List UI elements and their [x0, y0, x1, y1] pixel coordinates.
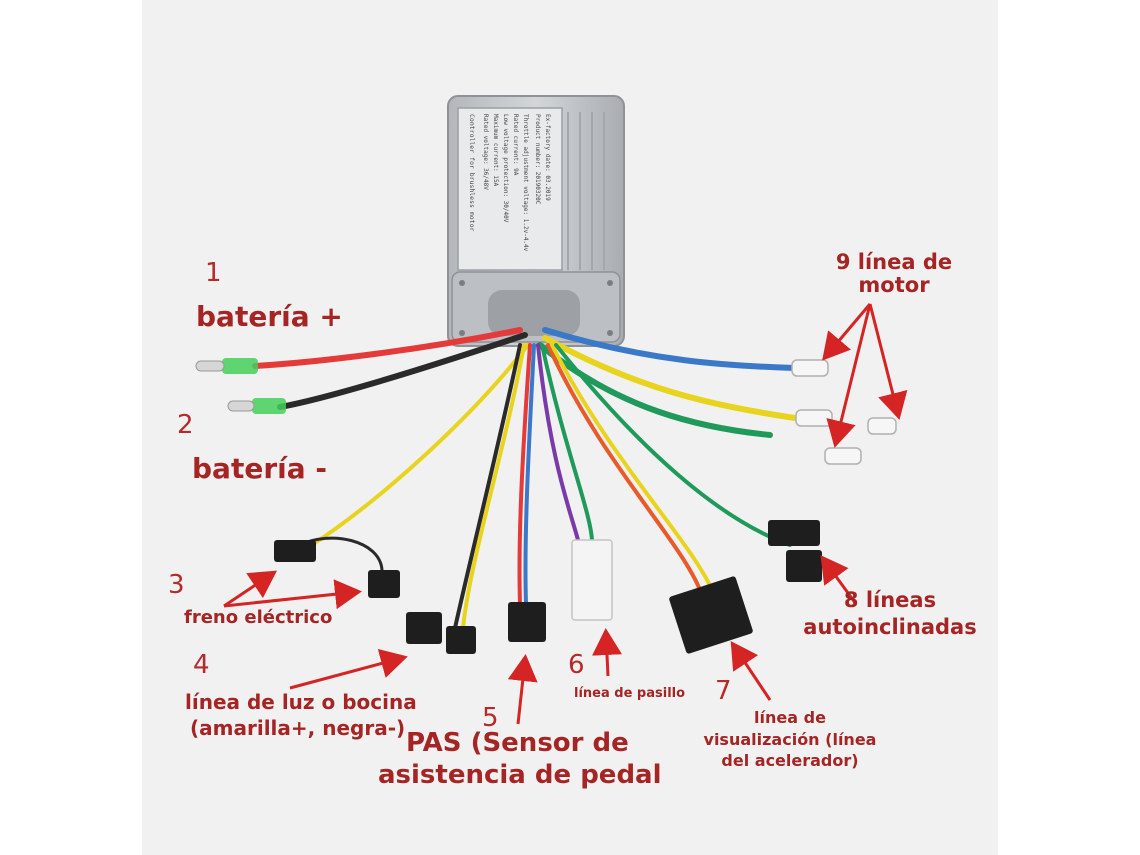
wires	[252, 327, 798, 630]
signal-connectors	[274, 520, 822, 654]
grommet	[488, 290, 580, 336]
label-motor-line1: 9 línea de	[835, 250, 953, 274]
self-learn-arrow	[820, 555, 858, 605]
label-display-line2: visualización (línea	[703, 730, 877, 749]
label-motor-line2: motor	[858, 273, 930, 297]
battery-negative-terminal	[227, 400, 255, 412]
motor-blue-wire	[542, 327, 798, 371]
battery-positive-wire	[252, 327, 523, 369]
pas-connector	[508, 602, 546, 642]
label-number-3: 3	[168, 570, 185, 600]
label-display-line3: del acelerador)	[721, 751, 859, 770]
label-self-learn-line1: 8 líneas	[843, 588, 937, 612]
light-yellow-wire	[461, 343, 526, 630]
brake-connector-1	[274, 540, 316, 562]
motor-connector-yellow	[795, 409, 833, 427]
motor-connector-extra	[867, 417, 897, 435]
label-pas-line2: asistencia de pedal	[378, 760, 662, 790]
display-yellow-wire	[550, 343, 714, 592]
motor-connector-green	[824, 447, 862, 465]
battery-positive-sleeve	[222, 358, 258, 374]
spec-row: Rated voltage: 36/48V	[482, 114, 489, 190]
spec-row: Maximum current: 15A	[492, 114, 499, 187]
label-light-line2: (amarilla+, negra-)	[190, 716, 406, 740]
pas-arrow	[507, 654, 538, 725]
battery-negative-wire	[277, 332, 528, 410]
hall-purple-wire	[536, 343, 580, 542]
spec-label-plate	[457, 107, 563, 271]
label-battery-negative: batería -	[192, 452, 327, 485]
hall-green-wire	[540, 343, 594, 542]
spec-row: Throttle adjustment voltage: 1.2v-4.4v	[522, 114, 529, 252]
self-learn-wire	[554, 343, 792, 547]
pas-blue-wire	[523, 343, 536, 606]
display-connector	[669, 576, 753, 654]
label-number-1: 1	[205, 258, 222, 288]
brake-connector-2	[368, 570, 400, 598]
motor-arrow-3	[868, 303, 908, 420]
label-number-6: 6	[568, 650, 585, 680]
pas-red-wire	[517, 343, 532, 606]
light-connector-female	[406, 612, 442, 644]
pasillo-arrow	[592, 628, 622, 677]
battery-negative-sleeve	[252, 398, 286, 414]
label-display-line1: línea de	[754, 708, 826, 727]
motor-green-wire	[537, 342, 773, 438]
motor-connector-blue	[791, 359, 829, 377]
label-self-learn-line2: autoinclinadas	[803, 615, 977, 639]
spec-row: Rated current: 9A	[512, 114, 519, 176]
label-battery-positive: batería +	[196, 300, 343, 333]
display-arrow	[730, 641, 772, 701]
battery-connectors	[195, 358, 286, 414]
brake-arrow-2	[223, 579, 362, 610]
motor-arrow-1	[822, 303, 872, 361]
label-number-4: 4	[193, 650, 210, 680]
light-black-wire	[453, 343, 522, 630]
label-brake: freno eléctrico	[184, 607, 333, 628]
label-number-7: 7	[715, 676, 732, 706]
controller-housing: Controller for brushless motor Rated vol…	[447, 95, 625, 347]
light-connector-male	[446, 626, 476, 654]
display-orange-wire	[546, 343, 702, 592]
brake-arrow-1	[223, 570, 277, 608]
spec-header: Controller for brushless motor	[468, 114, 476, 231]
label-hall-line: línea de pasillo	[574, 686, 686, 701]
spec-row: Product number: 20190320C	[534, 114, 541, 205]
label-number-2: 2	[177, 410, 194, 440]
motor-yellow-wire	[542, 335, 798, 421]
spec-row: Ex-factory date: 03.2019	[544, 114, 551, 201]
label-number-5: 5	[482, 703, 499, 733]
annotation-arrows	[223, 303, 908, 725]
light-arrow	[289, 648, 408, 690]
brake-wire	[310, 343, 530, 547]
motor-connectors	[791, 359, 897, 465]
throttle-hall-connector	[571, 539, 613, 621]
label-pas-line1: PAS (Sensor de	[406, 728, 629, 758]
self-learn-connector-b	[786, 550, 822, 582]
label-light-line1: línea de luz o bocina	[185, 690, 417, 714]
battery-positive-terminal	[195, 360, 225, 372]
spec-row: Low voltage protection: 30/40V	[502, 114, 509, 223]
self-learn-connector-a	[768, 520, 820, 546]
motor-arrow-2	[826, 303, 872, 448]
